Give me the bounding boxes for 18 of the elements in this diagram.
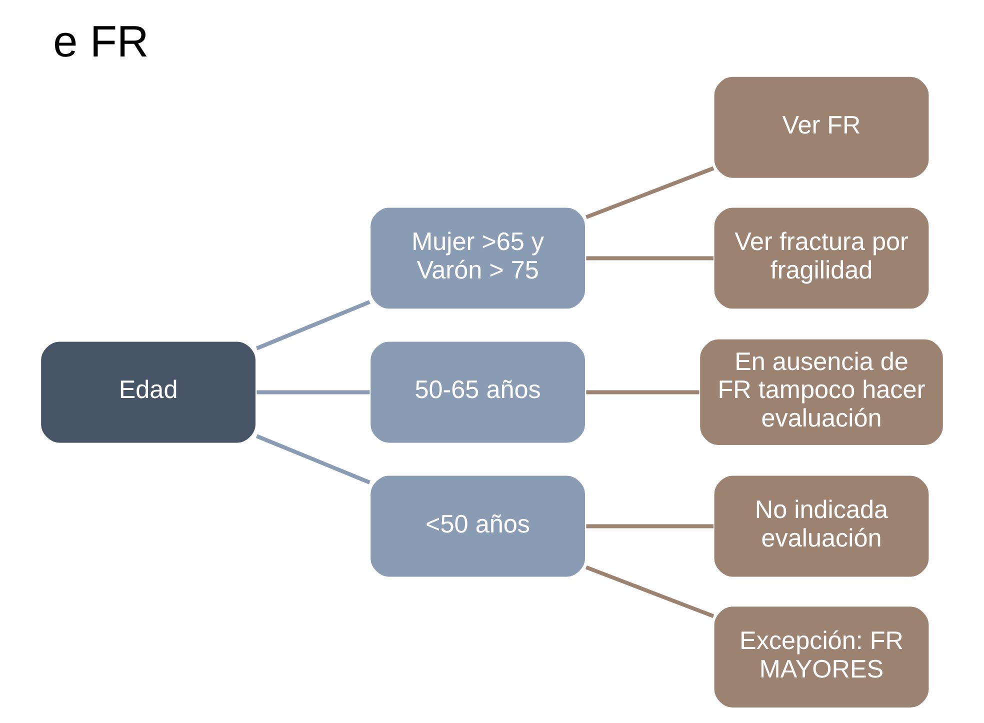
node-box: En ausencia de FR tampoco hacer evaluación (698, 338, 944, 447)
node-box: No indicada evaluación (712, 474, 930, 578)
connector (256, 300, 370, 350)
connector (586, 524, 714, 528)
connector (586, 390, 700, 394)
connector (586, 256, 714, 260)
node-box: Mujer >65 y Varón > 75 (369, 206, 587, 310)
node-box: Edad (40, 340, 258, 444)
node-box: Excepción: FR MAYORES (712, 605, 930, 710)
connector (586, 565, 714, 618)
diagram-title: e FR (53, 17, 149, 66)
node-box: <50 años (369, 474, 587, 578)
connector (256, 390, 370, 394)
node-box: 50-65 años (369, 340, 587, 444)
node-box: Ver fractura por fragilidad (712, 206, 930, 310)
connector (586, 166, 714, 220)
node-box: Ver FR (712, 75, 930, 180)
connector (256, 434, 370, 484)
